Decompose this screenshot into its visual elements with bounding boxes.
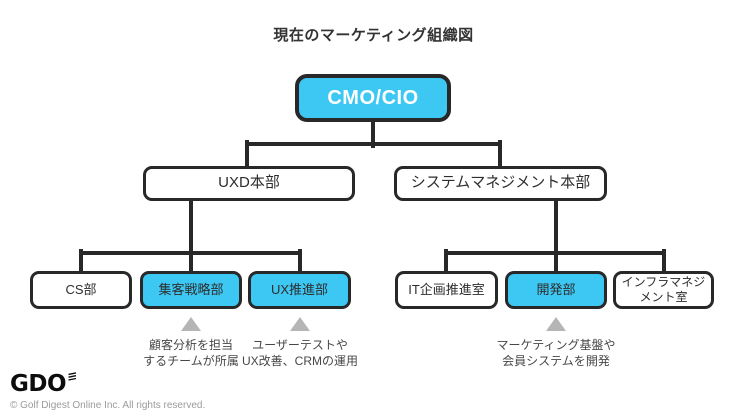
node-it-planning-promotion-office: IT企画推進室 xyxy=(395,271,498,309)
node-uxd-division: UXD本部 xyxy=(143,166,355,201)
node-ux-promotion-department: UX推進部 xyxy=(248,271,351,309)
annotation-marketing-platform: マーケティング基盤や 会員システムを開発 xyxy=(476,337,636,369)
node-uxd-division-label: UXD本部 xyxy=(218,174,280,192)
node-cs-department: CS部 xyxy=(30,271,132,309)
annotation-pointer-triangle-icon xyxy=(546,317,566,331)
annotation-line: 顧客分析を担当 xyxy=(148,338,233,352)
annotation-line: マーケティング基盤や xyxy=(496,338,616,352)
annotation-line: 会員システムを開発 xyxy=(502,354,610,369)
copyright-text: © Golf Digest Online Inc. All rights res… xyxy=(10,400,206,411)
node-customer-attraction-strategy-label: 集客戦略部 xyxy=(158,281,224,297)
node-infrastructure-management-office: インフラマネジメント室 xyxy=(613,271,714,309)
node-system-management-division: システムマネジメント本部 xyxy=(394,166,607,201)
annotation-line: UX改善、CRMの運用 xyxy=(242,354,358,369)
gdo-logo-text: GDO xyxy=(10,371,67,397)
node-customer-attraction-strategy-department: 集客戦略部 xyxy=(140,271,242,309)
annotation-line: するチームが所属 xyxy=(143,354,239,369)
annotation-line: ユーザーテストや xyxy=(252,338,348,352)
node-ux-promotion-label: UX推進部 xyxy=(270,281,329,297)
connector-root-to-divisions xyxy=(245,118,502,170)
annotation-pointer-triangle-icon xyxy=(181,317,201,331)
node-development-label: 開発部 xyxy=(536,281,576,297)
node-system-management-division-label: システムマネジメント本部 xyxy=(410,174,591,192)
annotation-pointer-triangle-icon xyxy=(290,317,310,331)
annotation-user-testing: ユーザーテストや UX改善、CRMの運用 xyxy=(220,337,380,369)
connector-sysmgmt-to-depts xyxy=(444,197,666,273)
gdo-logo: GDO xyxy=(10,371,77,397)
node-development-department: 開発部 xyxy=(505,271,607,309)
golf-tee-icon xyxy=(68,372,77,381)
annotation-customer-analysis: 顧客分析を担当 するチームが所属 xyxy=(111,337,271,369)
connector-uxd-to-depts xyxy=(79,197,302,273)
node-cmo-cio-label: CMO/CIO xyxy=(327,86,419,109)
node-cs-department-label: CS部 xyxy=(65,281,97,297)
node-infrastructure-management-label: インフラマネジメント室 xyxy=(621,275,706,304)
node-it-planning-promotion-label: IT企画推進室 xyxy=(408,281,485,297)
page-title: 現在のマーケティング組織図 xyxy=(273,27,474,44)
node-cmo-cio: CMO/CIO xyxy=(295,74,451,122)
